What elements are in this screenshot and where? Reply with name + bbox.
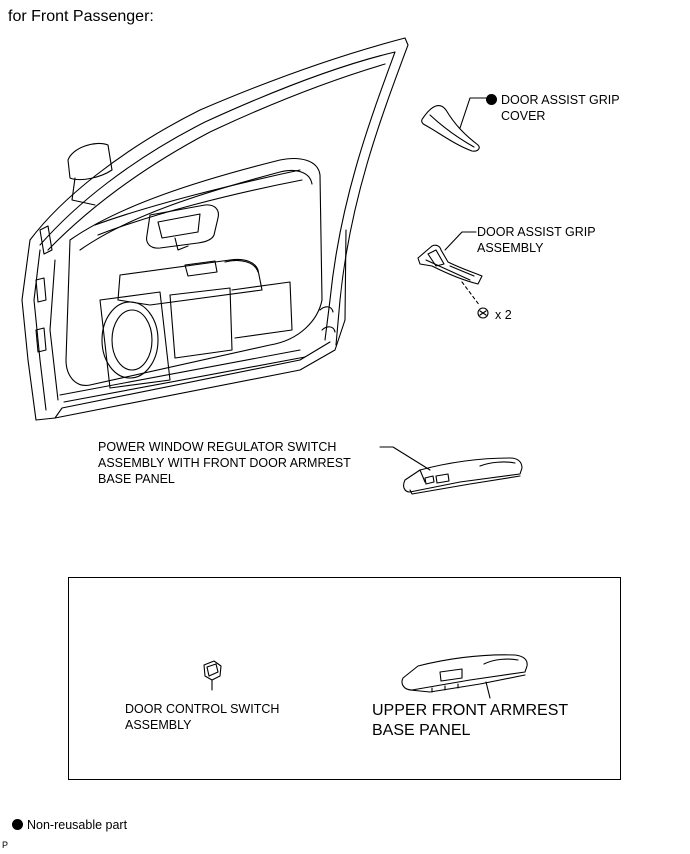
grip-assembly-leader-line: [444, 231, 477, 251]
door-assist-grip-cover-part: [421, 105, 480, 152]
door-assist-grip-assembly-part: [417, 244, 483, 285]
upper-armrest-leader-line: [485, 681, 491, 699]
label-grip-assembly-line1: DOOR ASSIST GRIP: [477, 225, 596, 239]
label-screw-qty: x 2: [495, 308, 512, 322]
label-door-control-line1: DOOR CONTROL SWITCH: [125, 702, 280, 716]
footer-code: P: [2, 840, 9, 850]
label-upper-armrest-line1: UPPER FRONT ARMREST: [372, 702, 569, 719]
legend-non-reusable-text: Non-reusable part: [27, 818, 128, 832]
power-window-switch-armrest-part: [403, 457, 523, 495]
door-control-switch-part: [203, 660, 222, 691]
label-grip-cover-line1: DOOR ASSIST GRIP: [501, 93, 620, 107]
label-grip-assembly-line2: ASSEMBLY: [477, 241, 544, 255]
diagram-heading: for Front Passenger:: [8, 8, 154, 25]
label-grip-cover-line2: COVER: [501, 109, 546, 123]
screw-part: [477, 307, 489, 319]
grip-cover-leader-line: [459, 97, 487, 129]
label-grip-cover: DOOR ASSIST GRIP: [486, 92, 620, 108]
label-pw-switch-line1: POWER WINDOW REGULATOR SWITCH: [98, 440, 337, 454]
power-window-switch-leader-line: [379, 446, 431, 471]
non-reusable-bullet-icon: [486, 94, 497, 105]
label-pw-switch-line3: BASE PANEL: [98, 472, 175, 486]
upper-front-armrest-base-panel-part: [401, 654, 528, 693]
legend-non-reusable: Non-reusable part: [12, 817, 127, 833]
sub-parts-box: [68, 577, 621, 780]
label-upper-armrest-line2: BASE PANEL: [372, 722, 471, 739]
screw-dashed-line: [461, 281, 481, 307]
label-door-control-line2: ASSEMBLY: [125, 718, 192, 732]
legend-bullet-icon: [12, 819, 23, 830]
label-pw-switch-line2: ASSEMBLY WITH FRONT DOOR ARMREST: [98, 456, 351, 470]
door-panel-illustration: [21, 37, 409, 421]
